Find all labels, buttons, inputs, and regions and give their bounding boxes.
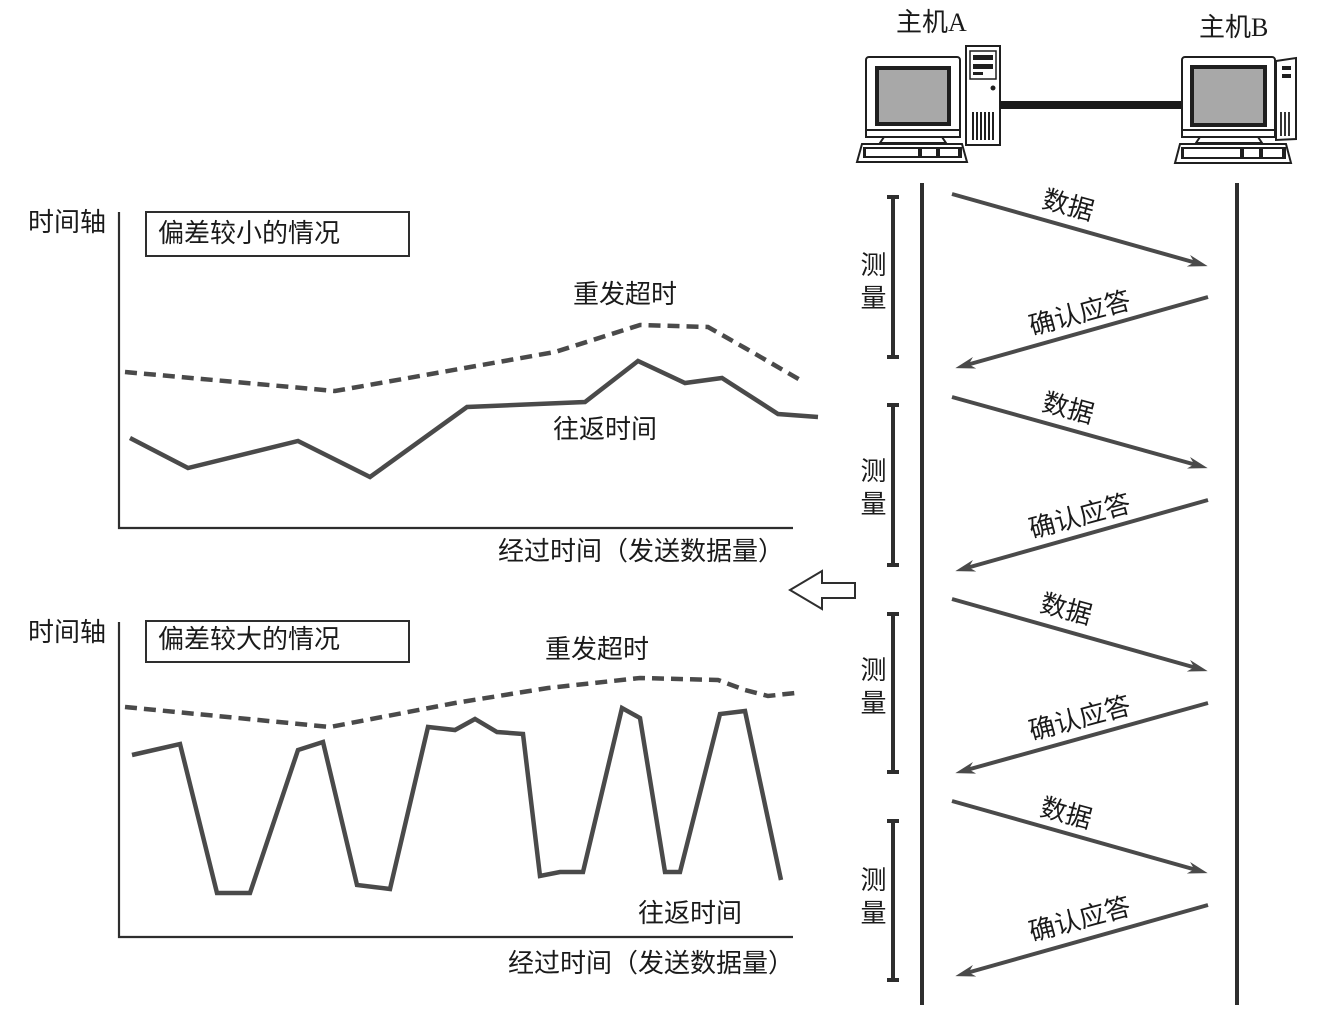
host-b-computer-icon xyxy=(1173,56,1297,164)
data-arrow-3 xyxy=(951,597,1208,672)
measure-bracket-1 xyxy=(887,195,899,359)
measure-bracket-3 xyxy=(887,612,899,774)
case-title-box xyxy=(145,620,410,663)
data-arrow-2 xyxy=(951,395,1208,469)
ack-arrow-1 xyxy=(955,295,1209,369)
host-a-computer-icon xyxy=(855,45,1001,163)
host-a-tower xyxy=(965,45,1001,146)
x-axis-label: 经过时间（发送数据量） xyxy=(498,537,785,566)
host-a-label: 主机A xyxy=(896,8,967,37)
network-cable xyxy=(1000,101,1183,109)
round-trip-time-line xyxy=(128,358,819,480)
case-title: 偏差较大的情况 xyxy=(158,625,341,654)
chart-axes xyxy=(117,212,793,530)
host-b-label: 主机B xyxy=(1199,13,1269,42)
retransmission-timeout-line xyxy=(124,675,796,730)
ack-arrow-3 xyxy=(955,701,1209,774)
measure-label-2: 测量 xyxy=(857,457,886,523)
chart-large-variance xyxy=(117,620,796,939)
chart-axes xyxy=(117,622,793,939)
chart-small-variance xyxy=(117,211,819,530)
case-title: 偏差较小的情况 xyxy=(158,219,341,248)
round-trip-time-line xyxy=(131,704,784,896)
measure-label-1: 测量 xyxy=(857,251,886,317)
host-a-monitor xyxy=(865,56,961,144)
measure-label-4: 测量 xyxy=(857,866,886,932)
rtt-label: 往返时间 xyxy=(553,415,658,444)
time-axis-label: 时间轴 xyxy=(28,208,107,237)
timeout-label: 重发超时 xyxy=(545,635,650,664)
timeout-label: 重发超时 xyxy=(573,280,678,309)
rtt-label: 往返时间 xyxy=(638,899,743,928)
ack-arrow-4 xyxy=(955,903,1209,977)
data-arrow-1 xyxy=(951,192,1208,267)
measure-bracket-4 xyxy=(887,819,899,982)
retransmission-timeout-line xyxy=(124,322,804,394)
host-b-monitor xyxy=(1181,56,1276,144)
hollow-left-arrow-icon xyxy=(788,569,856,611)
host-b-keyboard xyxy=(1173,143,1293,164)
host-b-tower xyxy=(1275,56,1297,142)
case-title-box xyxy=(145,211,410,257)
measure-bracket-2 xyxy=(887,403,899,567)
ack-arrow-2 xyxy=(955,498,1209,572)
measure-label-3: 测量 xyxy=(857,656,886,722)
x-axis-label: 经过时间（发送数据量） xyxy=(508,949,795,978)
data-arrow-4 xyxy=(951,799,1208,874)
host-a-keyboard xyxy=(855,143,969,163)
time-axis-label: 时间轴 xyxy=(28,618,107,647)
